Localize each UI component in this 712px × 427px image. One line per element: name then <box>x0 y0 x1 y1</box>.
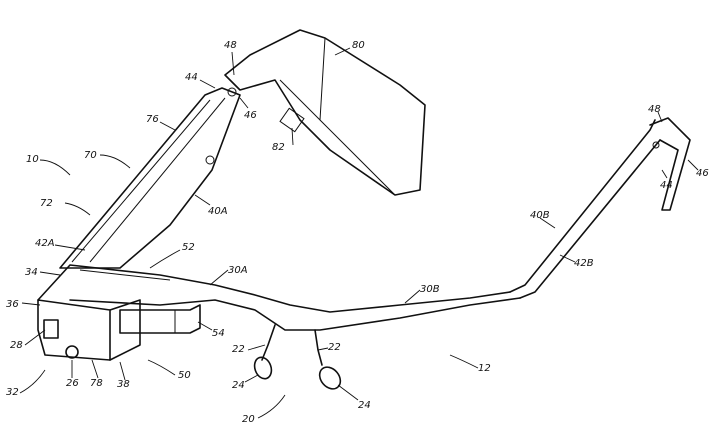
label-48-right: 48 <box>648 104 661 115</box>
label-10: 10 <box>26 154 39 165</box>
label-40a: 40A <box>208 206 228 217</box>
label-48: 48 <box>224 40 237 51</box>
label-52: 52 <box>182 242 195 253</box>
label-42b: 42B <box>574 258 594 269</box>
housing-80 <box>224 29 426 196</box>
label-40b: 40B <box>530 210 550 221</box>
side-arm-40b <box>509 119 656 293</box>
label-30a: 30A <box>228 265 248 276</box>
label-36: 36 <box>6 299 19 310</box>
label-78: 78 <box>90 378 103 389</box>
label-24-right: 24 <box>358 400 371 411</box>
label-22-right: 22 <box>328 342 341 353</box>
label-12: 12 <box>478 363 491 374</box>
label-20: 20 <box>242 414 255 425</box>
label-38: 38 <box>117 379 130 390</box>
reference-labels: 48 80 44 46 76 82 10 70 40A 72 42A 52 30… <box>6 40 709 425</box>
label-30b: 30B <box>420 284 440 295</box>
label-80: 80 <box>352 40 365 51</box>
label-22-left: 22 <box>232 344 245 355</box>
label-46: 46 <box>244 110 257 121</box>
label-24-left: 24 <box>232 380 245 391</box>
label-34: 34 <box>25 267 38 278</box>
label-76: 76 <box>146 114 159 125</box>
label-50: 50 <box>178 370 191 381</box>
optics-housing-32 <box>37 299 111 361</box>
label-28: 28 <box>10 340 23 351</box>
label-42a: 42A <box>35 238 55 249</box>
label-26: 26 <box>66 378 79 389</box>
label-46-right: 46 <box>696 168 709 179</box>
label-70: 70 <box>84 150 97 161</box>
frame-front-30a <box>37 264 511 313</box>
label-32: 32 <box>6 387 19 398</box>
label-54: 54 <box>212 328 225 339</box>
leader-lines <box>19 47 699 419</box>
label-44: 44 <box>185 72 198 83</box>
label-44-right: 44 <box>660 180 673 191</box>
nose-pad-right <box>318 366 342 390</box>
component-54 <box>119 304 201 334</box>
label-72: 72 <box>40 198 53 209</box>
label-82: 82 <box>272 142 285 153</box>
side-arm-40a <box>59 87 241 269</box>
nose-pad-left <box>253 356 273 380</box>
